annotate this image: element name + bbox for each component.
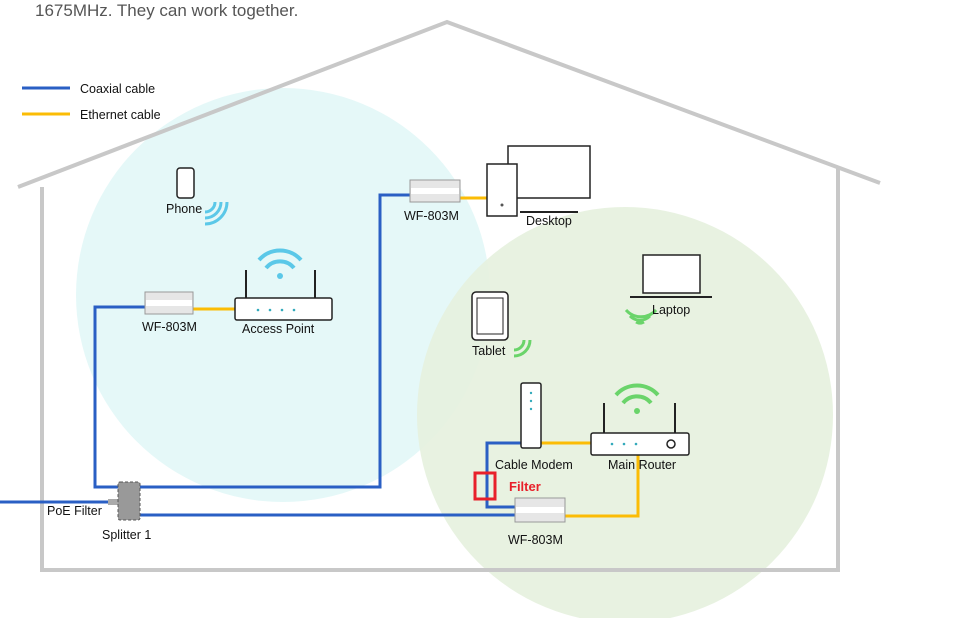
access-point: Access Point: [234, 248, 333, 336]
router-coverage: [417, 207, 833, 618]
phone: Phone: [166, 167, 229, 226]
tablet: Tablet: [471, 291, 532, 358]
legend: Coaxial cable Ethernet cable: [22, 82, 161, 122]
main-router: Main Router: [590, 383, 690, 472]
desktop: Desktop: [486, 145, 591, 228]
adapter-main: WF-803M: [508, 497, 566, 547]
legend-coax-label: Coaxial cable: [80, 82, 155, 96]
splitter: PoE Filter Splitter 1: [47, 481, 151, 542]
laptop-label: Laptop: [652, 303, 690, 317]
wifi-icon: [257, 248, 303, 279]
adapter-main-label: WF-803M: [508, 533, 563, 547]
house-outline: [17, 19, 881, 572]
cable-modem: Cable Modem: [495, 382, 573, 472]
adapter-ap: WF-803M: [142, 291, 197, 334]
adapter-ap-label: WF-803M: [142, 320, 197, 334]
poe-filter-label: PoE Filter: [47, 504, 102, 518]
legend-ethernet-label: Ethernet cable: [80, 108, 161, 122]
adapter-desktop: WF-803M: [404, 179, 461, 223]
splitter-label: Splitter 1: [102, 528, 151, 542]
wifi-icon: [204, 201, 229, 226]
coax-cables: [0, 193, 521, 517]
wifi-icon: [513, 339, 532, 358]
filter-highlight: Filter: [473, 471, 541, 501]
phone-label: Phone: [166, 202, 202, 216]
wifi-icon: [624, 308, 658, 325]
wifi-icon: [614, 383, 660, 414]
filter-label: Filter: [509, 479, 541, 494]
adapter-desktop-label: WF-803M: [404, 209, 459, 223]
access-point-label: Access Point: [242, 322, 315, 336]
intro-text: 1675MHz. They can work together.: [35, 1, 298, 20]
desktop-label: Desktop: [526, 214, 572, 228]
cable-modem-label: Cable Modem: [495, 458, 573, 472]
main-router-label: Main Router: [608, 458, 676, 472]
ethernet-cables: [193, 196, 640, 518]
tablet-label: Tablet: [472, 344, 506, 358]
laptop: Laptop: [624, 254, 712, 325]
